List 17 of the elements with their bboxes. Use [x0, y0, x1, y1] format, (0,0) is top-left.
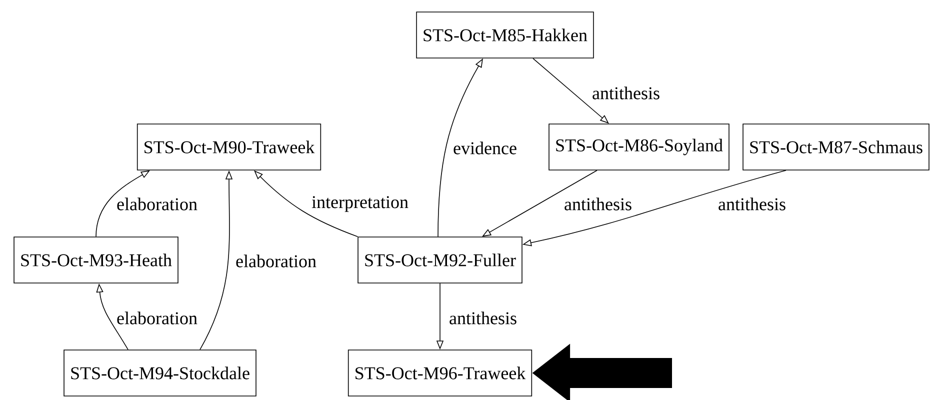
node-box: STS-Oct-M96-Traweek: [348, 350, 532, 396]
node-box: STS-Oct-M93-Heath: [14, 236, 178, 284]
edge-label: antithesis: [591, 86, 661, 100]
edge-label: evidence: [452, 140, 518, 156]
node-box: STS-Oct-M92-Fuller: [358, 236, 522, 284]
edge-label: antithesis: [563, 196, 633, 212]
edge-label: elaboration: [234, 254, 318, 268]
node-box: STS-Oct-M90-Traweek: [136, 124, 322, 170]
edge-label: elaboration: [116, 196, 198, 212]
edge-label: antithesis: [448, 310, 518, 326]
edge-label: elaboration: [116, 310, 198, 326]
edge-label: interpretation: [310, 195, 410, 213]
node-box: STS-Oct-M85-Hakken: [416, 12, 594, 58]
node-box: STS-Oct-M94-Stockdale: [64, 350, 256, 396]
node-box: STS-Oct-M87-Schmaus: [742, 124, 930, 170]
node-box: STS-Oct-M86-Soyland: [548, 124, 730, 170]
edge-label: antithesis: [717, 196, 787, 212]
